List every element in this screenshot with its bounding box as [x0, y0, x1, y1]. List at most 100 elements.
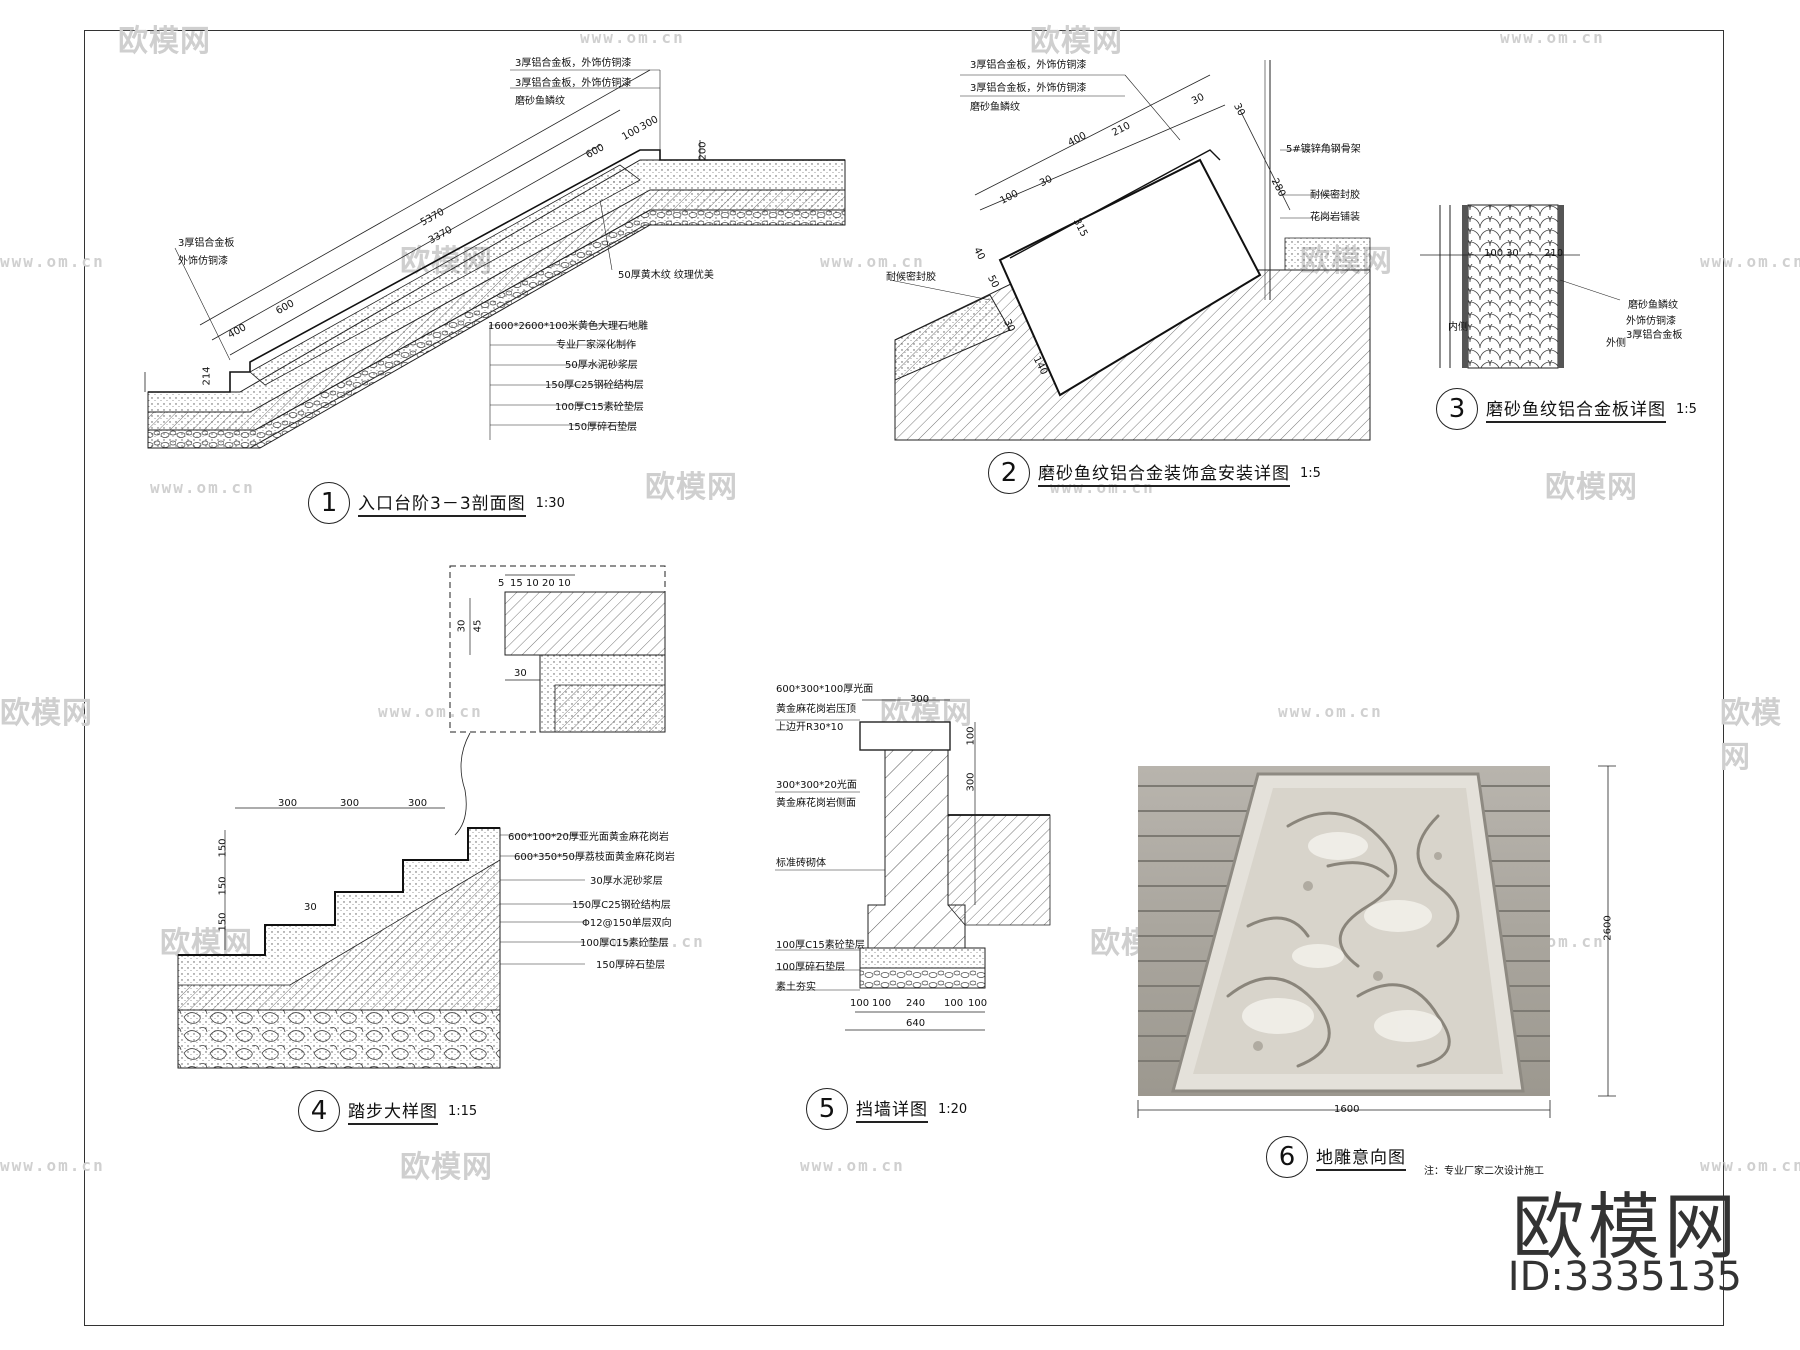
watermark-logo: 欧模网	[645, 470, 738, 505]
watermark-url: www.om.cn	[600, 932, 705, 951]
d2-right-note-2: 耐候密封胶	[1310, 190, 1360, 201]
d4-dim: 150	[217, 912, 229, 932]
d4-dim: 20	[542, 578, 555, 589]
watermark-logo: 欧模网	[400, 1150, 493, 1185]
d5-dim: 100	[944, 998, 964, 1009]
d3-dim: 30	[1506, 248, 1519, 259]
watermark-logo: 欧模网	[0, 696, 93, 731]
watermark-logo: 欧模网	[1030, 24, 1123, 59]
watermark-url: www.om.cn	[820, 252, 925, 271]
d4-dim: 150	[217, 876, 229, 896]
d4-layer: 600*350*50厚荔枝面黄金麻花岗岩	[514, 852, 675, 863]
view-number-3: 3	[1436, 388, 1478, 430]
d6-dim-height: 2600	[1602, 915, 1614, 941]
watermark-url: www.om.cn	[1700, 1156, 1800, 1175]
watermark-logo: 欧模网	[1720, 696, 1782, 775]
d1-dim: 214	[201, 366, 213, 386]
view-scale-3: 1:5	[1676, 401, 1697, 417]
d3-dim: 100	[1484, 248, 1504, 259]
d1-dim: 200	[697, 141, 709, 161]
d5-label: 素土夯实	[776, 982, 816, 993]
view-scale-1: 1:30	[535, 495, 565, 511]
d1-left-note-1: 3厚铝合金板	[178, 238, 235, 249]
d1-top-note-1: 3厚铝合金板，外饰仿铜漆	[515, 58, 632, 69]
d3-label-scale: 磨砂鱼鳞纹	[1628, 300, 1678, 311]
view-name-5: 挡墙详图	[856, 1095, 928, 1123]
relief-image	[1138, 766, 1550, 1096]
d1-top-note-3: 磨砂鱼鳞纹	[515, 96, 565, 107]
view-number-1: 1	[308, 482, 350, 524]
d4-dim: 10	[558, 578, 571, 589]
d3-label-plate: 3厚铝合金板	[1626, 330, 1683, 341]
d2-left-note: 耐候密封胶	[886, 272, 936, 283]
d4-layer: 600*100*20厚亚光面黄金麻花岗岩	[508, 832, 669, 843]
d3-label-paint: 外饰仿铜漆	[1626, 316, 1676, 327]
watermark-url: www.om.cn	[378, 702, 483, 721]
view-title-5: 5 挡墙详图 1:20	[806, 1088, 967, 1130]
view-title-6: 6 地雕意向图	[1266, 1136, 1406, 1178]
watermark-url: www.om.cn	[0, 252, 105, 271]
d5-label: 黄金麻花岗岩侧面	[776, 798, 856, 809]
d5-dim: 300	[965, 772, 977, 792]
d5-label: 100厚碎石垫层	[776, 962, 846, 973]
watermark-url: www.om.cn	[580, 28, 685, 47]
d4-layer: 30厚水泥砂浆层	[590, 876, 663, 887]
watermark-logo: 欧模网	[118, 24, 211, 59]
d4-dim: 30	[456, 619, 468, 633]
view-name-1: 入口台阶3－3剖面图	[358, 489, 526, 517]
d2-top-note-2: 3厚铝合金板，外饰仿铜漆	[970, 83, 1087, 94]
d4-layer: 100厚C15素砼垫层	[580, 938, 669, 949]
d4-dim: 300	[408, 798, 428, 809]
brand-logo-text: 欧模网	[1511, 1185, 1740, 1269]
d4-dim: 5	[498, 578, 505, 589]
view-scale-2: 1:5	[1300, 465, 1321, 481]
d5-dim: 240	[906, 998, 926, 1009]
d1-layer: 150厚C25钢砼结构层	[545, 380, 644, 391]
d1-layer: 150厚碎石垫层	[568, 422, 638, 433]
d5-label: 600*300*100厚光面	[776, 684, 874, 695]
d2-top-note-3: 磨砂鱼鳞纹	[970, 102, 1020, 113]
d1-right-note: 50厚黄木纹 纹理优美	[618, 270, 714, 281]
watermark-url: www.om.cn	[1050, 478, 1155, 497]
d1-layer: 1600*2600*100米黄色大理石地雕	[488, 321, 648, 332]
d5-dim: 100	[872, 998, 892, 1009]
d1-left-note-2: 外饰仿铜漆	[178, 256, 228, 267]
d5-dim-total: 640	[906, 1018, 926, 1029]
d5-label: 300*300*20光面	[776, 780, 857, 791]
watermark-url: www.om.cn	[150, 478, 255, 497]
d3-dim: 210	[1544, 248, 1564, 259]
view-number-4: 4	[298, 1090, 340, 1132]
d5-label: 上边开R30*10	[776, 722, 844, 733]
view-scale-5: 1:20	[938, 1101, 968, 1117]
watermark-url: www.om.cn	[0, 1156, 105, 1175]
watermark-url: www.om.cn	[1700, 252, 1800, 271]
d5-dim: 100	[850, 998, 870, 1009]
d4-layer: 150厚碎石垫层	[596, 960, 666, 971]
view-scale-4: 1:15	[448, 1103, 478, 1119]
d4-dim: 10	[526, 578, 539, 589]
view-name-4: 踏步大样图	[348, 1097, 438, 1125]
view-title-1: 1 入口台阶3－3剖面图 1:30	[308, 482, 565, 524]
watermark-url: www.om.cn	[800, 1156, 905, 1175]
d5-dim: 300	[910, 694, 930, 705]
d2-right-note-3: 花岗岩铺装	[1310, 212, 1360, 223]
d4-layer: Φ12@150单层双向	[582, 918, 672, 929]
view-title-3: 3 磨砂鱼纹铝合金板详图 1:5	[1436, 388, 1697, 430]
d1-layer: 50厚水泥砂浆层	[565, 360, 638, 371]
d5-dim: 100	[965, 726, 977, 746]
d3-label-outer: 外侧	[1606, 338, 1626, 349]
view-title-2: 2 磨砂鱼纹铝合金装饰盒安装详图 1:5	[988, 452, 1321, 494]
d4-layer: 150厚C25钢砼结构层	[572, 900, 671, 911]
d4-dim: 15	[510, 578, 523, 589]
d5-label: 标准砖砌体	[776, 858, 826, 869]
d4-dim: 30	[304, 902, 317, 913]
sheet-frame	[84, 30, 1724, 1326]
d6-dim-width: 1600	[1334, 1104, 1360, 1115]
brand-id: ID:3335135	[1507, 1254, 1742, 1300]
d4-dim: 30	[514, 668, 527, 679]
d4-dim: 45	[472, 619, 484, 633]
construction-note: 注：专业厂家二次设计施工	[1424, 1166, 1544, 1177]
view-number-5: 5	[806, 1088, 848, 1130]
